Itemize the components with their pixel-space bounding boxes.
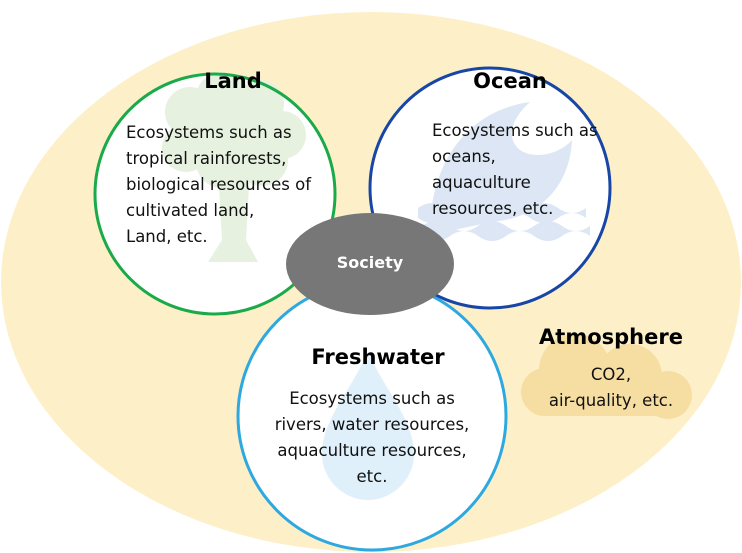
land-line: Land, etc. [126,227,208,246]
ocean-description: Ecosystems such as oceans, aquaculture r… [432,118,598,222]
ocean-circle-outline [368,66,612,310]
ocean-line: resources, etc. [432,199,554,218]
wave-icon [418,102,590,241]
freshwater-line: aquaculture resources, [277,441,467,460]
land-title: Land [204,69,262,93]
atmosphere-description: CO2, air-quality, etc. [530,362,692,414]
freshwater-title: Freshwater [311,345,445,369]
freshwater-line: rivers, water resources, [274,415,470,434]
ocean-line: oceans, [432,147,496,166]
water-drop-icon [322,352,414,500]
freshwater-description: Ecosystems such as rivers, water resourc… [262,386,482,490]
freshwater-line: Ecosystems such as [289,389,455,408]
ocean-line: aquaculture [432,173,531,192]
freshwater-line: etc. [356,467,388,486]
land-description: Ecosystems such as tropical rainforests,… [126,120,311,250]
atmosphere-line: CO2, [590,365,632,384]
ocean-title: Ocean [473,69,547,93]
tree-icon [162,72,306,262]
society-label: Society [336,253,404,272]
atmosphere-title: Atmosphere [539,325,683,349]
atmosphere-line: air-quality, etc. [548,391,674,410]
land-line: Ecosystems such as [126,123,292,142]
ocean-line: Ecosystems such as [432,121,598,140]
society-ellipse [286,213,454,315]
land-line: cultivated land, [126,201,255,220]
cloud-icon [521,334,692,419]
land-circle-outline [93,72,337,316]
land-line: tropical rainforests, [126,149,287,168]
land-line: biological resources of [126,175,312,194]
